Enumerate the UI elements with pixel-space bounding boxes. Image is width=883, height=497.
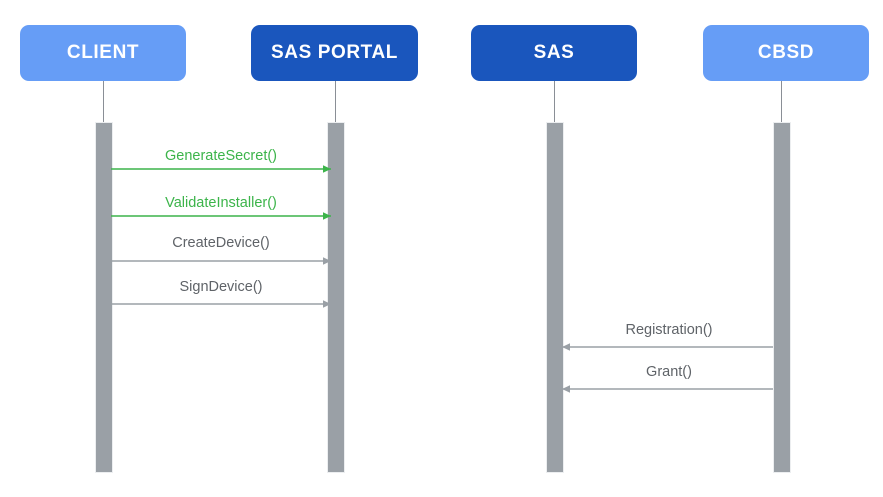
activation-bar-cbsd — [773, 122, 791, 473]
actor-label-cbsd: CBSD — [757, 42, 815, 63]
message-label-validate-installer: ValidateInstaller() — [165, 195, 277, 211]
lifeline-sas — [554, 81, 555, 122]
message-label-registration: Registration() — [625, 322, 713, 338]
activation-bar-sas — [546, 122, 564, 473]
actor-label-client: CLIENT — [66, 42, 140, 63]
message-label-sign-device: SignDevice() — [179, 279, 263, 295]
lifeline-cbsd — [781, 81, 782, 122]
activation-bar-client — [95, 122, 113, 473]
message-arrow-generate-secret — [111, 165, 331, 173]
message-label-generate-secret: GenerateSecret() — [164, 148, 278, 164]
message-arrow-registration — [562, 343, 773, 351]
message-arrow-validate-installer — [111, 212, 331, 220]
activation-bar-sas-portal — [327, 122, 345, 473]
message-label-grant: Grant() — [646, 364, 692, 380]
actor-box-sas[interactable]: SAS — [471, 25, 637, 81]
actor-box-client[interactable]: CLIENT — [20, 25, 186, 81]
actor-box-sas-portal[interactable]: SAS PORTAL — [251, 25, 418, 81]
actor-box-cbsd[interactable]: CBSD — [703, 25, 869, 81]
message-label-create-device: CreateDevice() — [172, 235, 270, 251]
message-arrow-sign-device — [111, 300, 331, 308]
lifeline-client — [103, 81, 104, 122]
lifeline-sas-portal — [335, 81, 336, 122]
message-arrow-grant — [562, 385, 773, 393]
actor-label-sas-portal: SAS PORTAL — [270, 42, 399, 63]
actor-label-sas: SAS — [533, 42, 575, 63]
message-arrow-create-device — [111, 257, 331, 265]
